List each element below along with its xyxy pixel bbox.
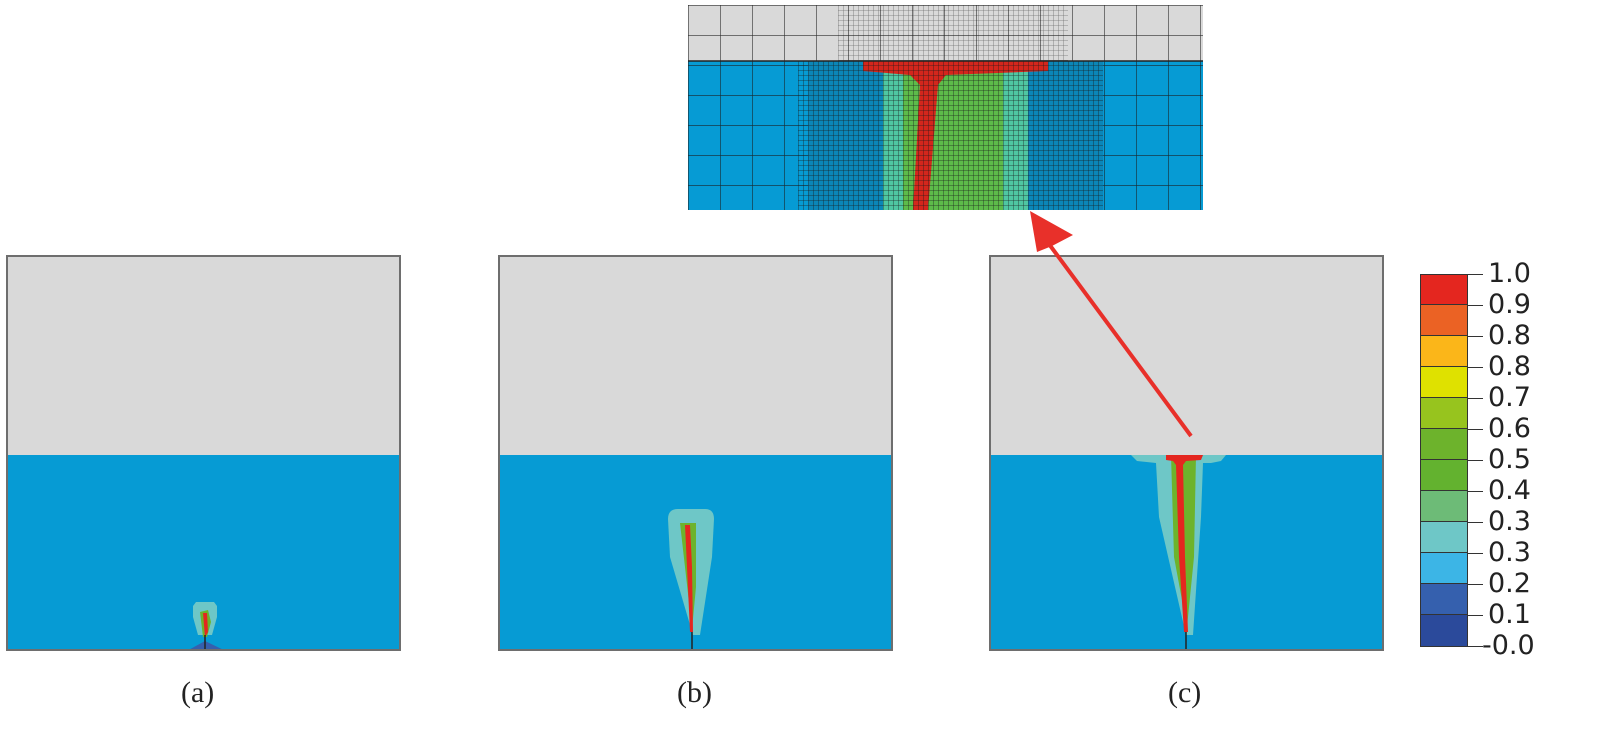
damage-contour-c [1131,455,1226,649]
panel-b [498,255,893,651]
legend-swatch-0 [1420,274,1468,305]
legend-label-9: 0.3 [1488,537,1531,568]
legend-swatch-10 [1420,584,1468,615]
legend-swatch-7 [1420,491,1468,522]
legend-label-4: 0.7 [1488,382,1531,413]
legend-swatch-8 [1420,522,1468,553]
upper-layer [8,257,399,455]
legend-label-6: 0.5 [1488,444,1531,475]
legend-label-1: 0.9 [1488,289,1531,320]
panel-label-b: (b) [677,676,712,709]
legend-swatch-2 [1420,336,1468,367]
legend-label-11: 0.1 [1488,599,1531,630]
legend-swatch-9 [1420,553,1468,584]
panel-a [6,255,401,651]
panel-label-c: (c) [1168,676,1202,709]
damage-contour-a [190,602,222,649]
legend-label-8: 0.3 [1488,506,1531,537]
upper-layer [991,257,1382,455]
legend-swatch-6 [1420,460,1468,491]
legend-label-7: 0.4 [1488,475,1531,506]
legend-label-0: 1.0 [1488,258,1531,289]
legend-label-10: 0.2 [1488,568,1531,599]
legend-label-5: 0.6 [1488,413,1531,444]
legend-swatch-3 [1420,367,1468,398]
legend-label-2: 0.8 [1488,320,1531,351]
legend-label-3: 0.8 [1488,351,1531,382]
zoom-inset-mesh [688,5,1203,210]
legend-frame [1420,274,1468,647]
panel-c [989,255,1384,651]
damage-contour-b [668,509,714,649]
panel-label-a: (a) [181,676,215,709]
upper-layer [500,257,891,455]
legend-swatch-5 [1420,429,1468,460]
mesh-detail-graphic [688,5,1203,210]
legend-label-12: -0.0 [1482,630,1535,661]
legend-swatch-1 [1420,305,1468,336]
legend-swatch-4 [1420,398,1468,429]
